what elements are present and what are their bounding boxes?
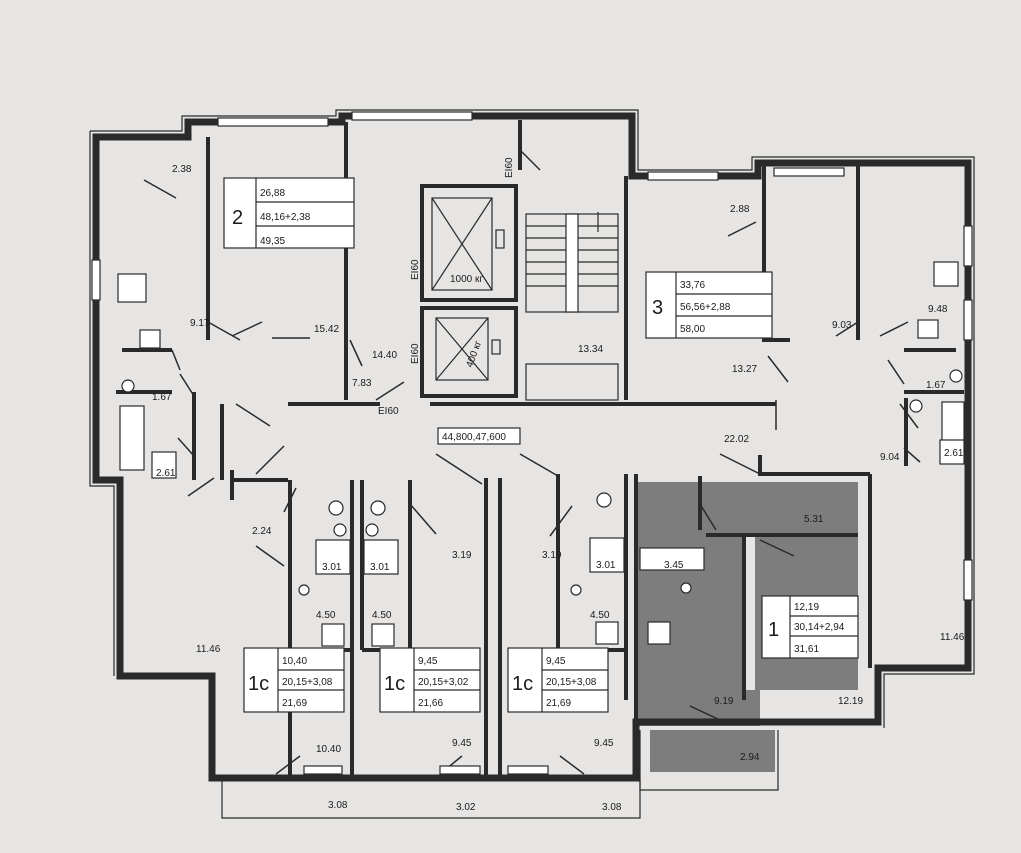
unit-line: 21,69 <box>546 698 571 709</box>
fire-door-label: EI60 <box>378 406 399 417</box>
unit-line: 21,66 <box>418 698 443 709</box>
room-area: 3.01 <box>370 562 390 573</box>
unit-label-3: 3 33,76 56,56+2,88 58,00 <box>645 271 773 339</box>
unit-line: 49,35 <box>260 236 285 247</box>
unit-type: 1с <box>248 673 269 695</box>
room-area: 3.08 <box>602 802 622 813</box>
unit-label-2: 2 26,88 48,16+2,38 49,35 <box>223 177 355 249</box>
room-area: 9.17 <box>190 318 210 329</box>
unit-line: 9,45 <box>418 656 438 667</box>
kitchen-stoves <box>117 261 959 647</box>
unit-line: 26,88 <box>260 188 285 199</box>
exterior-walls <box>89 109 975 819</box>
room-area: 3.19 <box>452 550 472 561</box>
unit-line: 20,15+3,02 <box>418 677 469 688</box>
room-area: 3.19 <box>542 550 562 561</box>
room-area: 9.45 <box>594 738 614 749</box>
unit-line: 9,45 <box>546 656 566 667</box>
unit-type: 1 <box>768 619 779 641</box>
room-area: 11.46 <box>940 632 965 643</box>
unit-type: 2 <box>232 207 243 229</box>
room-area: 7.83 <box>352 378 372 389</box>
unit-line: 31,61 <box>794 644 819 655</box>
room-area: 4.50 <box>316 610 336 621</box>
unit-line: 58,00 <box>680 324 705 335</box>
room-area: 10.40 <box>316 744 341 755</box>
unit-label-1: 1 12,19 30,14+2,94 31,61 <box>761 595 859 659</box>
doors <box>143 149 921 775</box>
room-area: 4.50 <box>372 610 392 621</box>
highlighted-unit-1 <box>636 482 858 772</box>
room-area-labels: 2.38 9.17 15.42 14.40 7.83 1.67 2.61 2.2… <box>152 164 965 813</box>
unit-type: 1с <box>512 673 533 695</box>
elevator-shafts <box>420 184 518 398</box>
room-area: 3.02 <box>456 802 476 813</box>
elevator-capacity-large: 1000 кг <box>450 274 483 285</box>
unit-type: 1с <box>384 673 405 695</box>
room-area: 2.88 <box>730 204 750 215</box>
room-area: 3.01 <box>596 560 616 571</box>
room-area: 14.40 <box>372 350 397 361</box>
room-area: 2.61 <box>156 468 176 479</box>
unit-line: 30,14+2,94 <box>794 622 845 633</box>
unit-line: 20,15+3,08 <box>282 677 333 688</box>
room-area: 3.45 <box>664 560 684 571</box>
fire-door-labels: EI60 EI60 EI60 EI60 <box>378 157 515 417</box>
room-area: 9.03 <box>832 320 852 331</box>
room-area: 5.31 <box>804 514 824 525</box>
room-area: 11.46 <box>196 644 221 655</box>
unit-label-1c-b: 1с 9,45 20,15+3,02 21,66 <box>379 647 481 713</box>
room-area: 2.94 <box>740 752 760 763</box>
unit-line: 12,19 <box>794 602 819 613</box>
room-area: 4.50 <box>590 610 610 621</box>
room-area: 15.42 <box>314 324 339 335</box>
unit-line: 48,16+2,38 <box>260 212 311 223</box>
room-area: 9.04 <box>880 452 900 463</box>
room-area: 9.45 <box>452 738 472 749</box>
unit-line: 20,15+3,08 <box>546 677 597 688</box>
room-area: 2.38 <box>172 164 192 175</box>
room-area: 2.61 <box>944 448 964 459</box>
windows <box>91 111 973 775</box>
room-area: 9.19 <box>714 696 734 707</box>
unit-label-1c-a: 1с 10,40 20,15+3,08 21,69 <box>243 647 345 713</box>
fire-door-label: EI60 <box>410 343 421 364</box>
bathroom-fixtures <box>119 319 965 596</box>
level-marks-label: 44,800,47,600 <box>442 432 506 443</box>
unit-line: 33,76 <box>680 280 705 291</box>
fire-door-label: EI60 <box>410 259 421 280</box>
room-area: 2.24 <box>252 526 272 537</box>
unit-line: 21,69 <box>282 698 307 709</box>
unit-line: 56,56+2,88 <box>680 302 731 313</box>
level-marks: 44,800,47,600 <box>437 427 521 445</box>
unit-label-1c-c: 1с 9,45 20,15+3,08 21,69 <box>507 647 609 713</box>
room-area: 13.34 <box>578 344 603 355</box>
unit-type: 3 <box>652 297 663 319</box>
room-area: 1.67 <box>926 380 946 391</box>
unit-line: 10,40 <box>282 656 307 667</box>
staircase <box>525 212 619 401</box>
room-area: 12.19 <box>838 696 863 707</box>
room-area: 13.27 <box>732 364 757 375</box>
fire-door-label: EI60 <box>504 157 515 178</box>
room-area: 22.02 <box>724 434 749 445</box>
room-area: 3.01 <box>322 562 342 573</box>
room-area: 9.48 <box>928 304 948 315</box>
room-area: 3.08 <box>328 800 348 811</box>
room-area: 1.67 <box>152 392 172 403</box>
